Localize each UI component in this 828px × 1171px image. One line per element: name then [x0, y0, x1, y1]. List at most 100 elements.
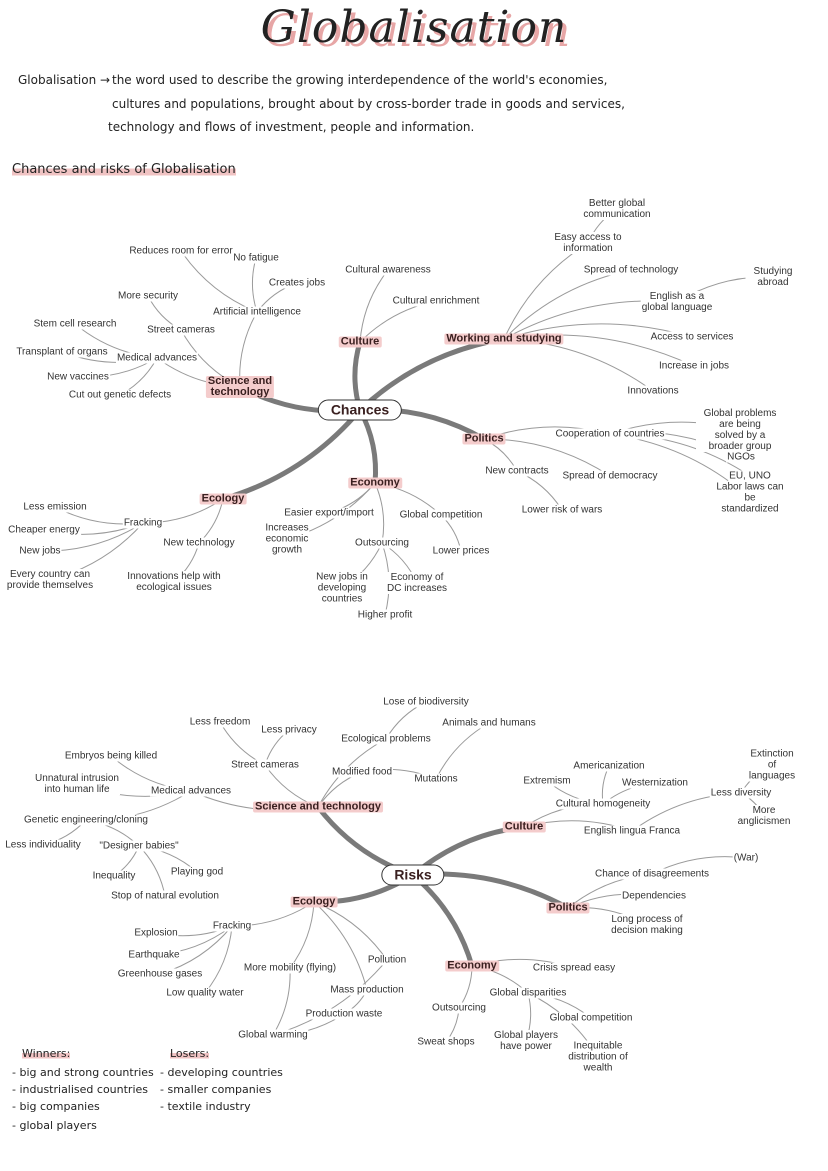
- risks-map-leaf-node: Animals and humans: [441, 717, 537, 729]
- chances-map-branch-node: Working and studying: [444, 332, 564, 345]
- risks-map-leaf-node: Unnatural intrusion into human life: [34, 773, 120, 795]
- definition-line: the word used to describe the growing in…: [112, 73, 608, 87]
- chances-map-connector: [503, 338, 654, 392]
- chances-map-leaf-node: Artificial intelligence: [212, 306, 302, 318]
- losers-item: - textile industry: [160, 1100, 251, 1113]
- risks-map-branch-node: Ecology: [290, 895, 338, 908]
- definition-line: cultures and populations, brought about …: [112, 97, 625, 111]
- risks-map-leaf-node: Pollution: [366, 954, 408, 966]
- risks-map-leaf-node: Global competition: [548, 1012, 634, 1024]
- chances-map-leaf-node: Easy access to information: [553, 232, 623, 254]
- chances-map-leaf-node: Every country can provide themselves: [5, 569, 95, 591]
- risks-map-center-node: Risks: [381, 864, 445, 886]
- risks-map-leaf-node: Ecological problems: [340, 733, 432, 745]
- risks-map-leaf-node: Medical advances: [149, 785, 233, 797]
- chances-map-leaf-node: Spread of democracy: [561, 470, 659, 482]
- risks-map-leaf-node: Genetic engineering/cloning: [23, 814, 149, 826]
- risks-map-leaf-node: Global players have power: [493, 1030, 559, 1052]
- risks-map-leaf-node: Extinction of languages: [744, 748, 800, 782]
- risks-map-leaf-node: Greenhouse gases: [116, 968, 204, 980]
- chances-map-center-node: Chances: [317, 399, 403, 421]
- chances-map-connector: [503, 323, 693, 340]
- chances-map-leaf-node: Labor laws can be standardized: [711, 481, 789, 515]
- risks-map-leaf-node: Mass production: [329, 984, 405, 996]
- chances-map-leaf-node: Economy of DC increases: [385, 572, 449, 594]
- risks-map-leaf-node: More mobility (flying): [242, 962, 338, 974]
- chances-map-branch-node: Politics: [462, 432, 506, 445]
- losers-item: - developing countries: [160, 1066, 283, 1079]
- risks-map-leaf-node: Street cameras: [230, 759, 300, 771]
- risks-map-leaf-node: Extremism: [522, 775, 572, 787]
- chances-map-leaf-node: Stem cell research: [32, 318, 118, 330]
- risks-map-branch-node: Culture: [502, 820, 546, 833]
- risks-map-connector: [313, 901, 368, 991]
- chances-map-leaf-node: Cultural awareness: [344, 264, 432, 276]
- risks-map-leaf-node: Inequality: [91, 870, 137, 882]
- risks-map-branch-node: Economy: [445, 959, 499, 972]
- risks-map-branch-node: Science and technology: [253, 800, 383, 813]
- chances-map-leaf-node: Cut out genetic defects: [67, 389, 173, 401]
- risks-map-leaf-node: Low quality water: [165, 987, 245, 999]
- risks-map-leaf-node: English lingua Franca: [582, 825, 682, 837]
- chances-map-leaf-node: Better global communication: [582, 198, 652, 220]
- chances-map-leaf-node: Higher profit: [356, 609, 414, 621]
- chances-map-leaf-node: Transplant of organs: [15, 346, 109, 358]
- chances-map-main-branch: [220, 407, 363, 502]
- risks-map-leaf-node: Long process of decision making: [610, 914, 684, 936]
- risks-map-leaf-node: Mutations: [413, 773, 459, 785]
- chances-map-branch-node: Science and technology: [205, 375, 275, 398]
- chances-map-leaf-node: Reduces room for error: [128, 245, 234, 257]
- risks-map-leaf-node: Playing god: [169, 866, 225, 878]
- risks-map-connector: [289, 901, 315, 969]
- risks-map-leaf-node: Global disparities: [488, 987, 568, 999]
- risks-map-leaf-node: More anglicismen: [732, 805, 796, 827]
- chances-map-leaf-node: Studying abroad: [745, 266, 801, 288]
- risks-map-leaf-node: Modified food: [330, 766, 394, 778]
- risks-map-leaf-node: Stop of natural evolution: [110, 890, 220, 902]
- chances-map-leaf-node: Easier export/import: [283, 507, 375, 519]
- risks-map-leaf-node: Chance of disagreements: [594, 868, 710, 880]
- risks-map-leaf-node: Fracking: [211, 920, 253, 932]
- risks-map-leaf-node: Inequitable distribution of wealth: [567, 1040, 629, 1074]
- chances-map-leaf-node: NGOs: [726, 451, 756, 463]
- chances-map-leaf-node: Lower risk of wars: [520, 504, 604, 516]
- chances-map-connector: [374, 482, 385, 544]
- risks-map-leaf-node: Global warming: [237, 1029, 309, 1041]
- risks-map-leaf-node: Less individuality: [4, 839, 82, 851]
- chances-map-leaf-node: Spread of technology: [582, 264, 680, 276]
- risks-map-leaf-node: Dependencies: [621, 890, 687, 902]
- risks-map-leaf-node: (War): [732, 852, 760, 864]
- losers-heading: Losers:: [170, 1047, 210, 1060]
- losers-item: - smaller companies: [160, 1083, 272, 1096]
- risks-map-leaf-node: "Designer babies": [98, 840, 180, 852]
- chances-map-leaf-node: Street cameras: [146, 324, 216, 336]
- chances-map-branch-node: Ecology: [199, 492, 247, 505]
- chances-map-connector: [359, 269, 389, 343]
- chances-map-leaf-node: New contracts: [484, 465, 550, 477]
- chances-map-leaf-node: Lower prices: [431, 545, 491, 557]
- chances-map-leaf-node: Innovations help with ecological issues: [126, 571, 222, 593]
- chances-map-leaf-node: New vaccines: [46, 371, 110, 383]
- chances-map-leaf-node: Global problems are being solved by a br…: [696, 408, 784, 452]
- risks-map-leaf-node: Less freedom: [188, 716, 252, 728]
- risks-map-connector: [272, 967, 291, 1036]
- risks-map-leaf-node: Cultural homogeneity: [554, 798, 652, 810]
- chances-map-leaf-node: Less emission: [22, 501, 88, 513]
- section-heading: Chances and risks of Globalisation: [12, 162, 236, 177]
- chances-map-leaf-node: New technology: [162, 537, 236, 549]
- chances-map-leaf-node: Global competition: [398, 509, 484, 521]
- risks-map-branch-node: Politics: [546, 901, 590, 914]
- risks-map-leaf-node: Americanization: [572, 760, 646, 772]
- chances-map-leaf-node: EU, UNO: [728, 470, 772, 482]
- chances-map-leaf-node: Outsourcing: [354, 537, 410, 549]
- page-title: Globalisation: [260, 2, 568, 53]
- risks-map-leaf-node: Lose of biodiversity: [382, 696, 470, 708]
- risks-map-leaf-node: Westernization: [621, 777, 689, 789]
- winners-heading: Winners:: [22, 1047, 71, 1060]
- risks-map-leaf-node: Less diversity: [709, 787, 773, 799]
- chances-map-leaf-node: Increase in jobs: [657, 360, 731, 372]
- risks-map-leaf-node: Production waste: [304, 1008, 384, 1020]
- risks-map-leaf-node: Crisis spread easy: [531, 962, 617, 974]
- chances-map-branch-node: Culture: [338, 335, 382, 348]
